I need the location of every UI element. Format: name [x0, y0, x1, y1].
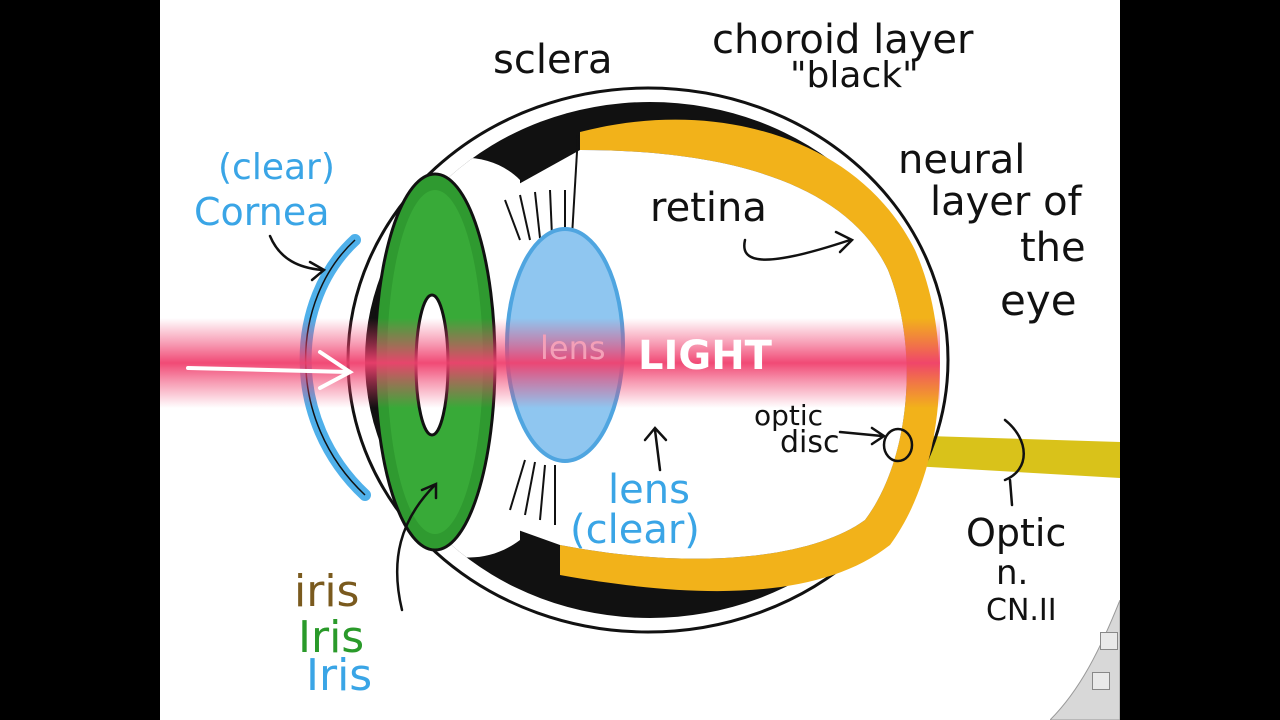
- eye-label: eye: [1000, 276, 1077, 325]
- optic-disc-label-1: optic: [754, 399, 824, 432]
- choroid-black-label: "black": [790, 55, 919, 96]
- eye-diagram: [160, 86, 1120, 634]
- the-label: the: [1020, 225, 1086, 271]
- light-beam: [160, 318, 940, 408]
- iris-label-3: Iris: [306, 650, 373, 701]
- clear-cornea-label-1: (clear): [218, 147, 335, 188]
- sclera-label: sclera: [493, 37, 613, 83]
- layer-of-label: layer of: [930, 179, 1082, 225]
- optic-nerve-label: Optic: [966, 511, 1067, 555]
- optic-disc-label-2: disc: [780, 425, 840, 460]
- light-arrow: [186, 350, 354, 390]
- lens-label: lens: [608, 467, 690, 513]
- light-label: LIGHT: [638, 333, 772, 379]
- iris-label-1: iris: [294, 566, 360, 617]
- lens-inner-label: lens: [540, 329, 606, 367]
- cornea-label: Cornea: [194, 190, 330, 234]
- retina-label: retina: [650, 185, 767, 231]
- page-curl-corner: [1049, 599, 1120, 720]
- expand-tool-icon[interactable]: [1100, 632, 1118, 650]
- iris-label-2: Iris: [298, 612, 365, 663]
- neural-label: neural: [898, 137, 1026, 183]
- optic-n-label: n.: [996, 553, 1029, 593]
- choroid-layer-label: choroid layer: [712, 17, 974, 63]
- cn-ii-label: CN.II: [986, 593, 1057, 628]
- annotation-arrows: [268, 230, 1025, 612]
- optic-disc-marker: [882, 427, 914, 463]
- drawing-canvas: sclera choroid layer "black" (clear) Cor…: [160, 0, 1120, 720]
- lens-clear-label: (clear): [570, 507, 700, 553]
- optic-nerve: [895, 435, 1120, 478]
- list-tool-icon[interactable]: [1092, 672, 1110, 690]
